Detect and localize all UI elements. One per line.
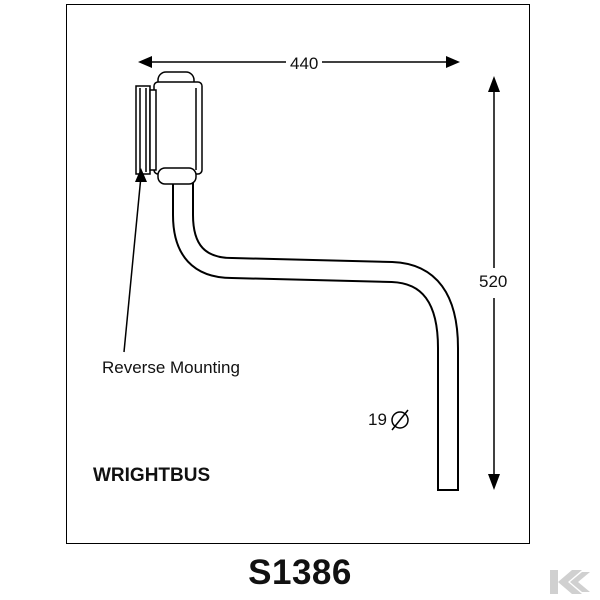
mirror-head (135, 71, 203, 185)
width-dimension-line (138, 56, 460, 68)
width-dimension-label: 440 (288, 54, 321, 74)
mirror-arm (172, 178, 459, 491)
k-logo-icon (550, 570, 590, 594)
reverse-mounting-leader (123, 168, 147, 353)
diameter-label: 19 (368, 410, 387, 429)
height-dimension-line (488, 76, 500, 490)
reverse-mounting-label: Reverse Mounting (102, 358, 240, 377)
diameter-indicator (391, 409, 409, 431)
brand-label: WRIGHTBUS (93, 465, 211, 486)
part-number-label: S1386 (248, 553, 352, 592)
height-dimension-label: 520 (479, 270, 508, 294)
